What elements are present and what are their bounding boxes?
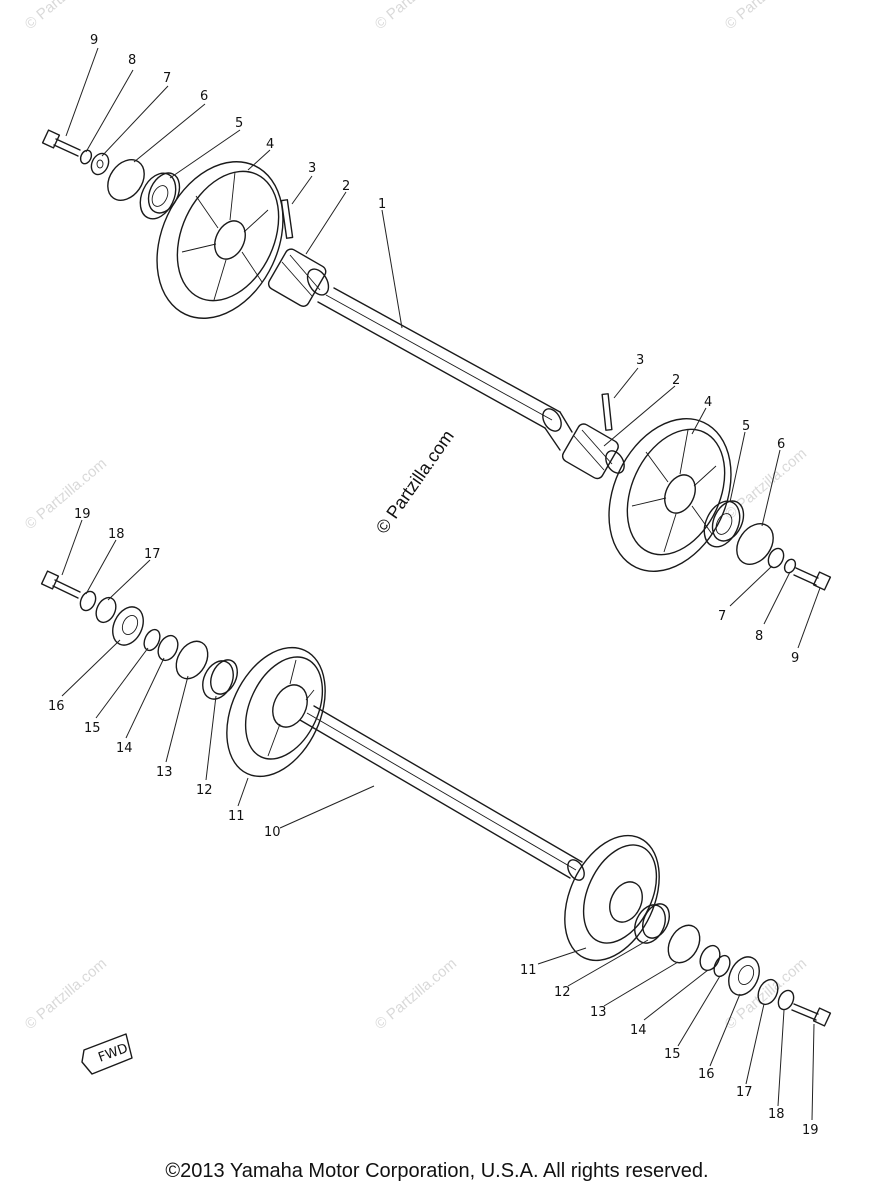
callout-6-upper-right: 6	[777, 437, 785, 452]
callout-5-upper-right: 5	[742, 419, 750, 434]
pin-3-left	[280, 199, 294, 239]
circlip-13-right	[667, 924, 701, 964]
sprocket-hub-2-left	[267, 248, 330, 307]
callout-14-lower-right: 14	[630, 1023, 647, 1038]
ring-15-right	[713, 954, 731, 978]
callout-13-lower-left: 13	[156, 765, 173, 780]
watermark-center: © Partzilla.com	[372, 426, 458, 537]
callouts-lower: 19 18 17 16 15 14 13 12 11 10 11 12 13 1…	[48, 507, 819, 1138]
washer-18-left	[79, 590, 97, 612]
callout-2-upper-left: 2	[342, 179, 350, 194]
callout-18-lower-right: 18	[768, 1107, 785, 1122]
callout-10: 10	[264, 825, 281, 840]
callout-9-upper-right: 9	[791, 651, 799, 666]
ring-15-left	[143, 628, 161, 652]
callout-3-upper-right: 3	[636, 353, 644, 368]
shaft-1	[317, 287, 573, 451]
watermark: © Partzilla.com	[22, 955, 110, 1033]
lower-shaft-assembly	[40, 570, 832, 1027]
seal-16-left	[112, 606, 144, 646]
pin-3-right	[601, 393, 613, 431]
washer-7-left	[90, 152, 110, 176]
callouts-upper: 9 8 7 6 5 4 3 2 1 3 2 4 5 6 7 8 9	[90, 33, 799, 666]
watermark: © Partzilla.com	[22, 455, 110, 533]
callout-15-lower-right: 15	[664, 1047, 681, 1062]
washer-17-right	[757, 978, 779, 1006]
fwd-label: FWD	[96, 1041, 130, 1065]
callout-16-lower-right: 16	[698, 1067, 715, 1082]
washer-8-left	[79, 149, 93, 165]
washer-7-right	[767, 547, 785, 569]
callout-17-lower-left: 17	[144, 547, 161, 562]
seal-16-right	[728, 956, 760, 996]
wheel-4-left	[156, 161, 284, 319]
bolt-9-right	[793, 567, 832, 591]
upper-shaft-assembly	[41, 129, 832, 591]
callout-1-upper: 1	[378, 197, 386, 212]
washer-18-right	[777, 989, 795, 1011]
callout-7-upper-right: 7	[718, 609, 726, 624]
bolt-19-left	[40, 570, 81, 599]
washer-8-right	[783, 558, 797, 574]
watermark: © Partzilla.com	[22, 0, 110, 33]
circlip-13-left	[175, 640, 209, 680]
callout-15-lower-left: 15	[84, 721, 101, 736]
watermarks: © Partzilla.com © Partzilla.com © Partzi…	[22, 0, 810, 1033]
ring-14-right	[699, 944, 721, 972]
leader-lines	[61, 47, 821, 1121]
watermark: © Partzilla.com	[372, 955, 460, 1033]
callout-18-lower-left: 18	[108, 527, 125, 542]
sprocket-hub-2-right	[561, 423, 625, 480]
callout-12-lower-left: 12	[196, 783, 213, 798]
callout-4-upper-right: 4	[704, 395, 712, 410]
shaft-10	[299, 705, 585, 881]
bearing-12-left	[202, 659, 238, 700]
bolt-19-right	[791, 1003, 832, 1027]
callout-19-lower-left: 19	[74, 507, 91, 522]
bearing-5-left	[139, 172, 181, 220]
circlip-6-left	[107, 159, 145, 201]
bearing-5-right	[703, 500, 745, 548]
callout-6-upper-left: 6	[200, 89, 208, 104]
watermark: © Partzilla.com	[722, 0, 810, 33]
bearing-12-right	[634, 903, 670, 944]
watermark: © Partzilla.com	[372, 0, 460, 33]
wheel-4-right	[608, 418, 732, 572]
circlip-6-right	[736, 523, 774, 565]
callout-17-lower-right: 17	[736, 1085, 753, 1100]
bolt-9-left	[41, 129, 81, 157]
callout-3-upper-left: 3	[308, 161, 316, 176]
callout-12-lower-right: 12	[554, 985, 571, 1000]
washer-17-left	[95, 596, 117, 624]
callout-7-upper-left: 7	[163, 71, 171, 86]
callout-5-upper-left: 5	[235, 116, 243, 131]
callout-19-lower-right: 19	[802, 1123, 819, 1138]
callout-13-lower-right: 13	[590, 1005, 607, 1020]
wheel-11-left	[226, 646, 326, 778]
fwd-arrow-icon: FWD	[81, 1033, 133, 1075]
copyright-notice: ©2013 Yamaha Motor Corporation, U.S.A. A…	[165, 1160, 709, 1182]
ring-14-left	[157, 634, 179, 662]
callout-8-upper-right: 8	[755, 629, 763, 644]
callout-2-upper-right: 2	[672, 373, 680, 388]
callout-16-lower-left: 16	[48, 699, 65, 714]
wheel-11-right	[564, 834, 660, 962]
callout-8-upper-left: 8	[128, 53, 136, 68]
callout-9-upper-left: 9	[90, 33, 98, 48]
callout-14-lower-left: 14	[116, 741, 133, 756]
callout-11-lower-left: 11	[228, 809, 245, 824]
callout-11-lower-right: 11	[520, 963, 537, 978]
callout-4-upper-left: 4	[266, 137, 274, 152]
